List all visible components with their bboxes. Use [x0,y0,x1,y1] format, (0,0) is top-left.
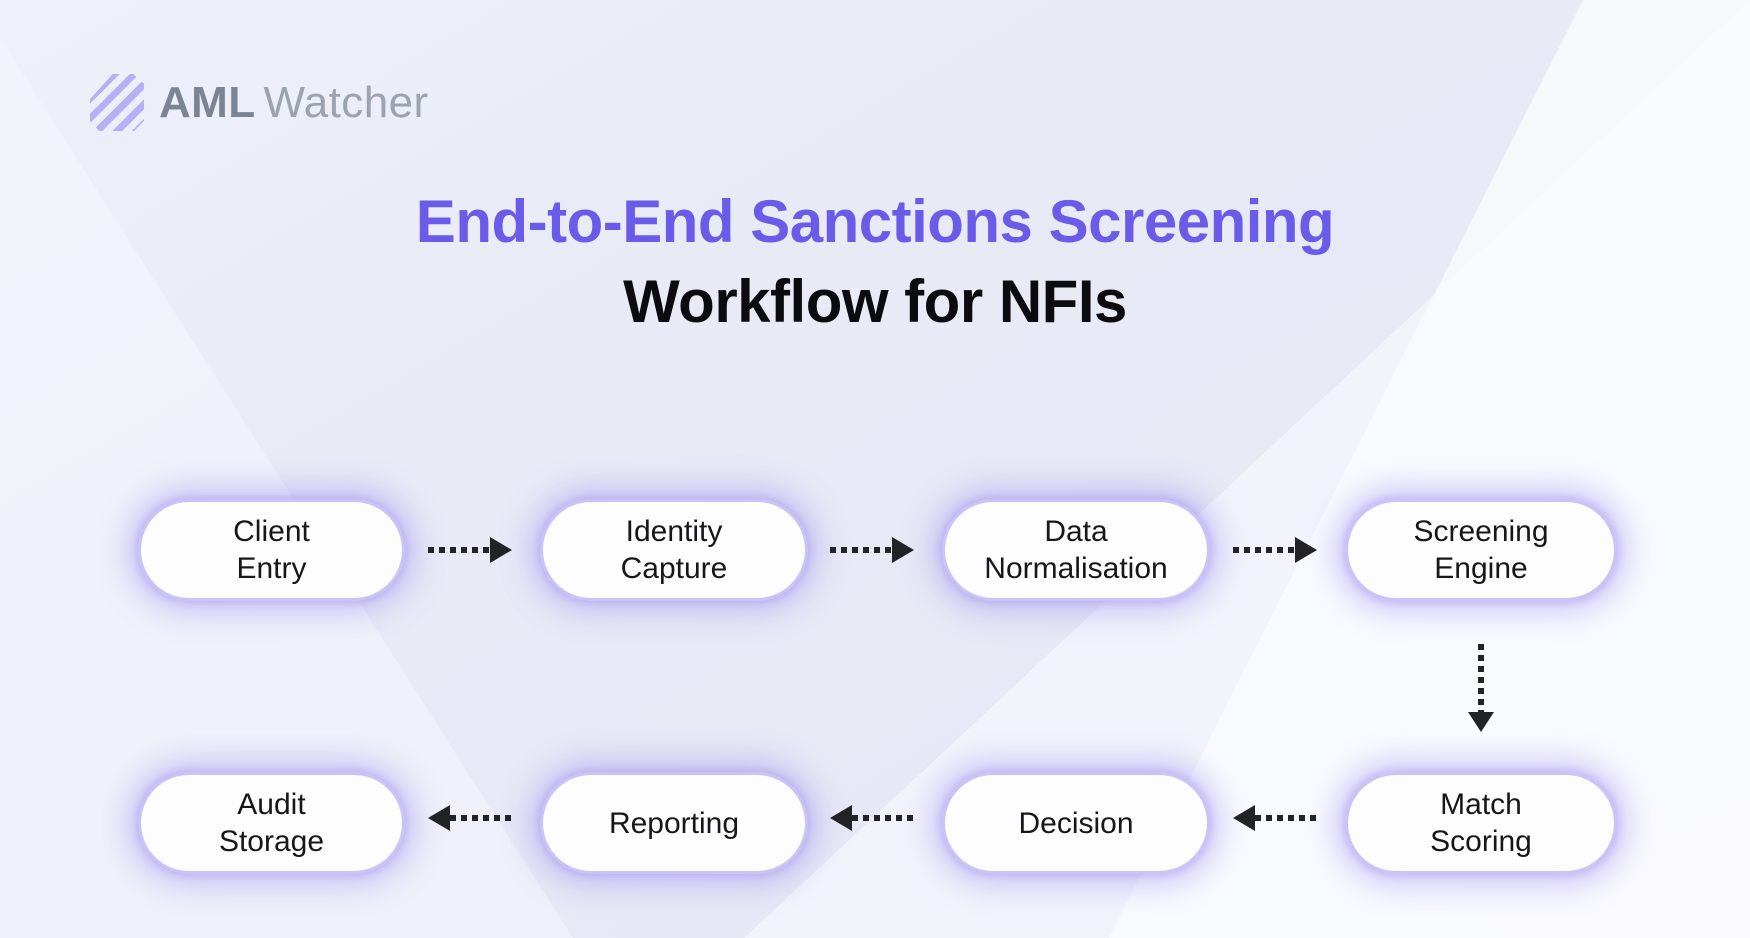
arrow-right-icon [1233,537,1317,563]
flow-node-identity-capture: Identity Capture [540,499,808,601]
arrowhead [1295,537,1317,563]
node-label: Engine [1434,552,1528,585]
flow-node-audit-storage: Audit Storage [138,772,405,874]
flow-node-client-entry: Client Entry [138,499,405,601]
arrowhead [428,805,450,831]
node-label: Screening [1413,515,1549,548]
node-label: Match [1440,788,1522,821]
dotted-line [852,815,914,821]
arrow-down-icon [1468,644,1494,732]
node-label: Client [233,515,310,548]
dotted-line [428,547,490,553]
dotted-line [1233,547,1295,553]
arrowhead [1468,712,1494,732]
node-label: Identity [625,515,723,548]
node-label: Capture [620,552,728,585]
arrow-right-icon [830,537,914,563]
node-label: Entry [236,552,307,585]
flow-node-reporting: Reporting [540,772,808,874]
flow-node-screening-engine: Screening Engine [1345,499,1617,601]
flow-node-match-scoring: Match Scoring [1345,772,1617,874]
arrowhead [1233,805,1255,831]
page-title: End-to-End Sanctions Screening Workflow … [0,182,1750,342]
arrow-left-icon [830,805,914,831]
arrow-left-icon [1233,805,1317,831]
page-title-line2: Workflow for NFIs [623,268,1127,335]
dotted-line [450,815,512,821]
logo-text-aml: AML [159,77,256,127]
node-label: Normalisation [984,552,1168,585]
arrowhead [830,805,852,831]
flow-node-data-normalisation: Data Normalisation [942,499,1210,601]
logo-text-watcher: Watcher [263,77,429,127]
dotted-line [830,547,892,553]
arrowhead [490,537,512,563]
node-label: Audit [237,788,306,821]
node-label: Storage [218,825,325,858]
dotted-line [1255,815,1317,821]
arrowhead [892,537,914,563]
dotted-line [1478,644,1484,712]
page-title-line1: End-to-End Sanctions Screening [415,188,1335,255]
flow-node-decision: Decision [942,772,1210,874]
node-label: Data [1044,515,1108,548]
node-label: Scoring [1430,825,1532,858]
node-label: Reporting [608,806,740,840]
node-label: Decision [1018,806,1134,840]
arrow-right-icon [428,537,512,563]
arrow-left-icon [428,805,512,831]
aml-watcher-logo-icon [90,74,144,131]
